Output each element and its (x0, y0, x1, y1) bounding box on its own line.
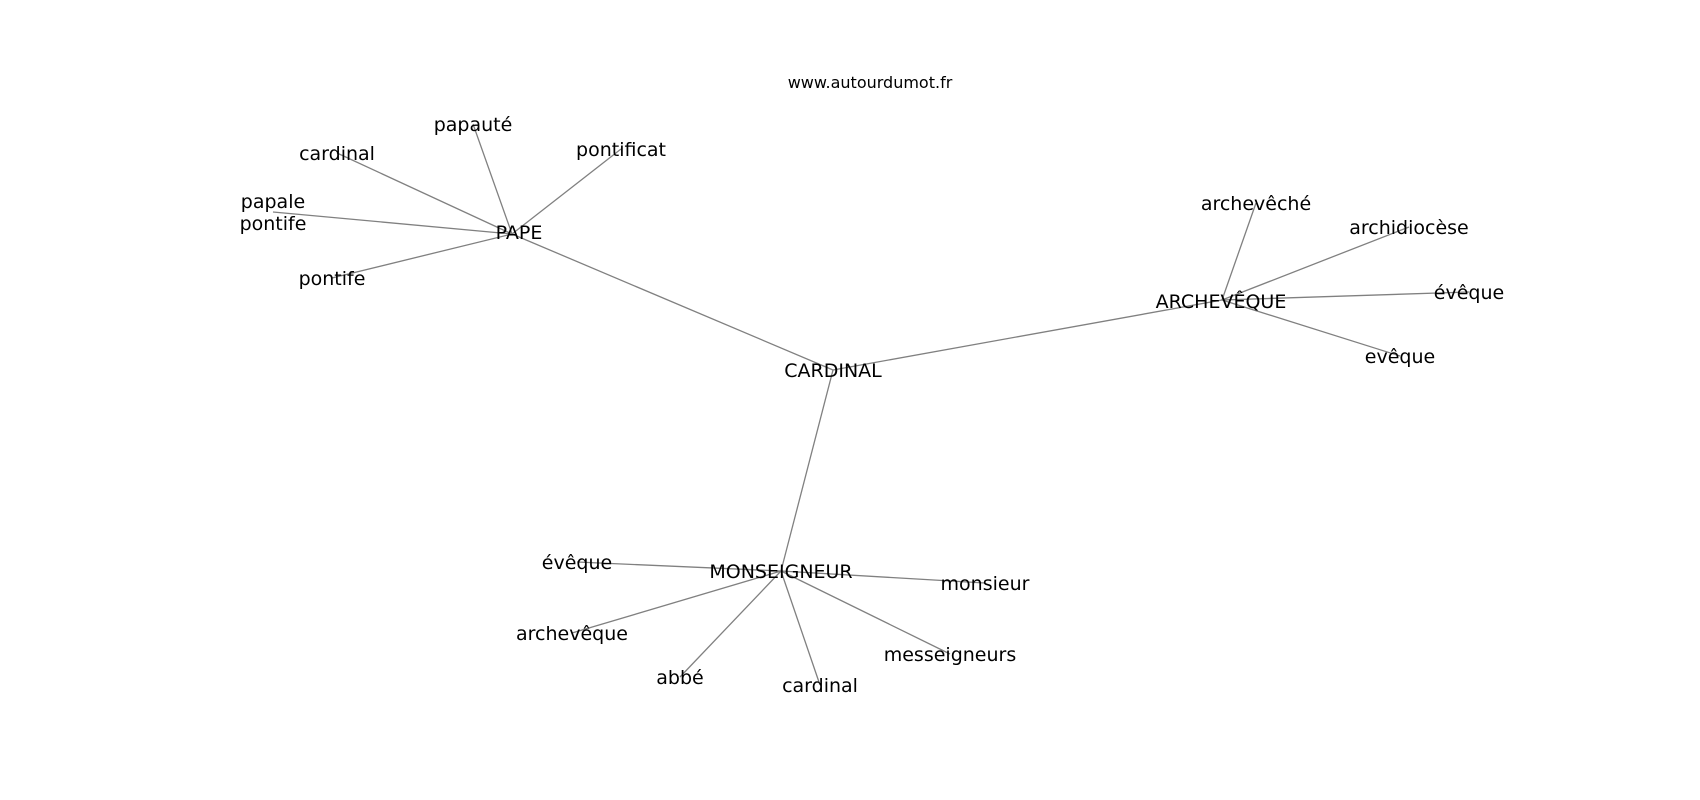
edge-monseigneur-mons_cardinal (780, 570, 821, 686)
leaf-node-label-mons_messeigneurs[interactable]: messeigneurs (884, 644, 1017, 666)
edge-archeveque-arch_eveque2 (1221, 299, 1401, 357)
leaf-node-label-arch_eveque2[interactable]: evêque (1365, 346, 1435, 368)
edge-monseigneur-mons_archeveque (571, 570, 782, 634)
leaf-node-label-pape_cardinal[interactable]: cardinal (299, 143, 375, 165)
edge-pape-pape_papaute (472, 123, 513, 235)
source-url-label: www.autourdumot.fr (788, 73, 953, 92)
center-node-label[interactable]: CARDINAL (784, 360, 882, 382)
edge-archeveque-arch_archeveche (1221, 202, 1257, 301)
edge-monseigneur-mons_eveque (576, 561, 782, 572)
leaf-node-label-pape_papale_pontife-line: papale (241, 191, 305, 213)
leaf-node-label-arch_archeveche[interactable]: archevêché (1201, 193, 1311, 215)
leaf-node-label-mons_monsieur[interactable]: monsieur (941, 573, 1030, 595)
edges-group (272, 123, 1470, 686)
edge-archeveque-arch_eveque1 (1221, 291, 1470, 301)
edge-center-pape (511, 233, 834, 371)
labels-group: CARDINAL PAPE papauté pontificat cardinal pap… (240, 114, 1505, 697)
edge-center-monseigneur (780, 369, 834, 572)
leaf-node-label-pape_pontificat[interactable]: pontificat (576, 139, 666, 161)
hub-node-label-monseigneur[interactable]: MONSEIGNEUR (709, 561, 852, 583)
edge-pape-pape_pontife (331, 233, 513, 279)
edge-monseigneur-mons_messeigneurs (780, 570, 951, 655)
leaf-node-label-mons_abbe[interactable]: abbé (656, 667, 703, 689)
leaf-node-label-arch_archidiocese[interactable]: archidiocèse (1349, 217, 1469, 239)
hub-node-label-archeveque[interactable]: ARCHEVÊQUE (1156, 290, 1287, 313)
hub-node-label-pape[interactable]: PAPE (496, 222, 543, 244)
edge-monseigneur-mons_monsieur (780, 570, 986, 584)
leaf-node-label-pape_papaute[interactable]: papauté (434, 114, 513, 136)
leaf-node-label-mons_eveque[interactable]: évêque (542, 552, 612, 574)
edge-pape-pape_cardinal (336, 152, 513, 235)
edge-pape-pape_pontificat (511, 148, 622, 235)
edge-archeveque-arch_archidiocese (1221, 226, 1410, 301)
leaf-node-label-pape_papale_pontife-line: pontife (240, 213, 307, 235)
leaf-node-label-arch_eveque1[interactable]: évêque (1434, 282, 1504, 304)
edge-monseigneur-mons_abbe (679, 570, 782, 678)
leaf-node-label-mons_cardinal[interactable]: cardinal (782, 675, 858, 697)
leaf-node-label-pape_pontife[interactable]: pontife (299, 268, 366, 290)
leaf-node-label-mons_archeveque[interactable]: archevêque (516, 623, 628, 645)
edge-center-archeveque (832, 299, 1223, 371)
edge-pape-pape_papale_pontife (272, 211, 513, 235)
